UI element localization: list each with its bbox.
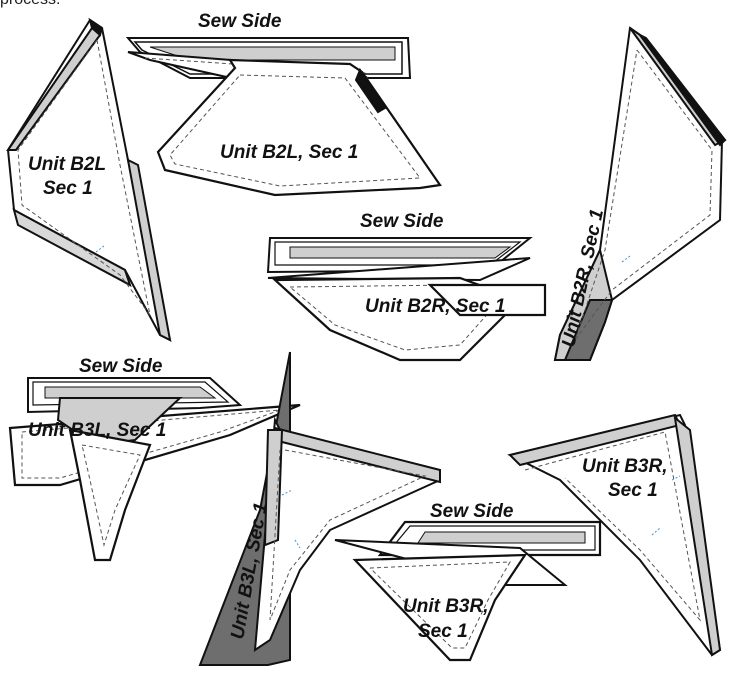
sew-side-strip-2	[266, 237, 533, 282]
unit-b3l-sec1-piece	[68, 428, 152, 562]
unit-b3r-bottom-label-line1: Unit B3R,	[403, 596, 489, 617]
sew-side-label-2: Sew Side	[360, 211, 444, 232]
unit-b3r-sec1-piece	[352, 553, 528, 662]
unit-b3l-vertical-piece	[198, 351, 441, 666]
unit-b3r-right-label-line2: Sec 1	[608, 480, 658, 501]
unit-b3l-sec1-label: Unit B3L, Sec 1	[28, 420, 166, 441]
unit-b2l-vertical-label-line1: Unit B2L	[28, 154, 106, 175]
unit-b2r-sec1-label: Unit B2R, Sec 1	[365, 296, 505, 317]
unit-b2l-vertical-piece	[6, 17, 172, 342]
unit-b2l-sec1-piece	[156, 58, 442, 197]
unit-b2r-vertical-piece	[553, 26, 727, 361]
unit-b2l-sec1-label: Unit B2L, Sec 1	[220, 142, 358, 163]
unit-b2r-sec1-piece	[272, 276, 547, 362]
sew-side-label-3: Sew Side	[79, 356, 163, 377]
sew-side-label-1: Sew Side	[198, 11, 282, 32]
unit-b2l-vertical-label-line2: Sec 1	[43, 178, 93, 199]
header-fragment-text: process.	[0, 0, 60, 9]
unit-b3r-right-piece	[507, 413, 722, 657]
unit-b3r-right-label-line1: Unit B3R,	[582, 456, 668, 477]
sew-side-label-4: Sew Side	[430, 501, 514, 522]
unit-b3r-bottom-label-line2: Sec 1	[418, 621, 468, 642]
